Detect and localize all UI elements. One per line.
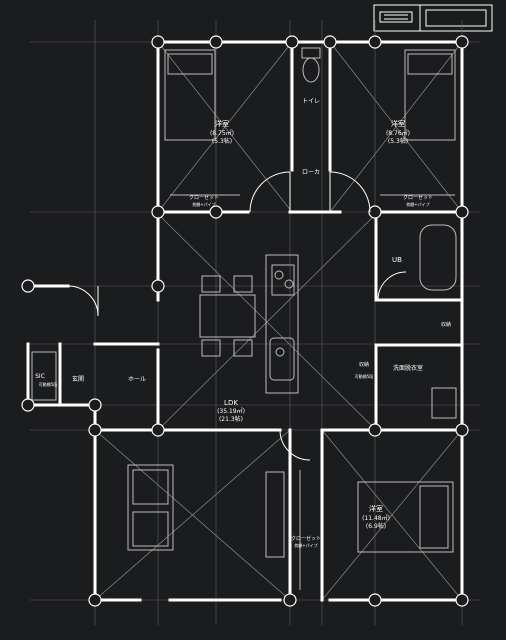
bedroom-ne-area: (8.76㎡) [386, 129, 410, 137]
bedroom-se-tatami: (6.9帖) [366, 522, 386, 530]
closet-w-note: 枕棚+パイプ [192, 201, 215, 207]
entrance-name: 玄関 [72, 375, 84, 383]
shoe-note: 可動棚5段 [39, 381, 58, 387]
bedroom-nw-tatami: (5.3帖) [212, 137, 232, 145]
closet-s-note: 枕棚+パイプ [294, 542, 317, 548]
closet-w-name: クローゼット [189, 194, 219, 201]
hall-name: ホール [128, 376, 146, 383]
bedroom-nw-area: (8.75㎡) [210, 129, 234, 137]
closet-e-note: 枕棚+パイプ [406, 201, 429, 207]
ldk-tatami: (21.3帖) [219, 415, 243, 423]
shoe-name: SIC [35, 373, 45, 380]
hallway-name: ローカ [302, 169, 320, 176]
bath-name: UB [392, 256, 402, 264]
storage-2-note: 可動棚5段 [355, 373, 374, 379]
walls [26, 40, 464, 602]
bedroom-se-name: 洋室 [369, 504, 383, 513]
toilet-name: トイレ [302, 98, 320, 105]
doors [67, 171, 407, 461]
fixtures [31, 47, 457, 590]
title-box [373, 4, 493, 32]
storage-2-name: 収納 [359, 361, 369, 368]
bedroom-nw-name: 洋室 [215, 119, 229, 128]
storage-1-name: 収納 [441, 321, 451, 328]
closet-s-name: クローゼット [291, 535, 321, 542]
ldk-area: (35.19㎡) [217, 407, 245, 415]
bedroom-se-area: (11.48㎡) [362, 514, 390, 522]
room-labels: 洋室 (8.75㎡) (5.3帖) トイレ 洋室 (8.76㎡) (5.3帖) … [35, 98, 451, 548]
ldk-name: LDK [224, 399, 238, 407]
closet-e-name: クローゼット [403, 194, 433, 201]
bedroom-ne-tatami: (5.3帖) [388, 137, 408, 145]
washroom-name: 洗面脱衣室 [393, 364, 423, 372]
bedroom-ne-name: 洋室 [391, 119, 405, 128]
diagonal-guides [94, 41, 463, 601]
columns [21, 35, 469, 607]
